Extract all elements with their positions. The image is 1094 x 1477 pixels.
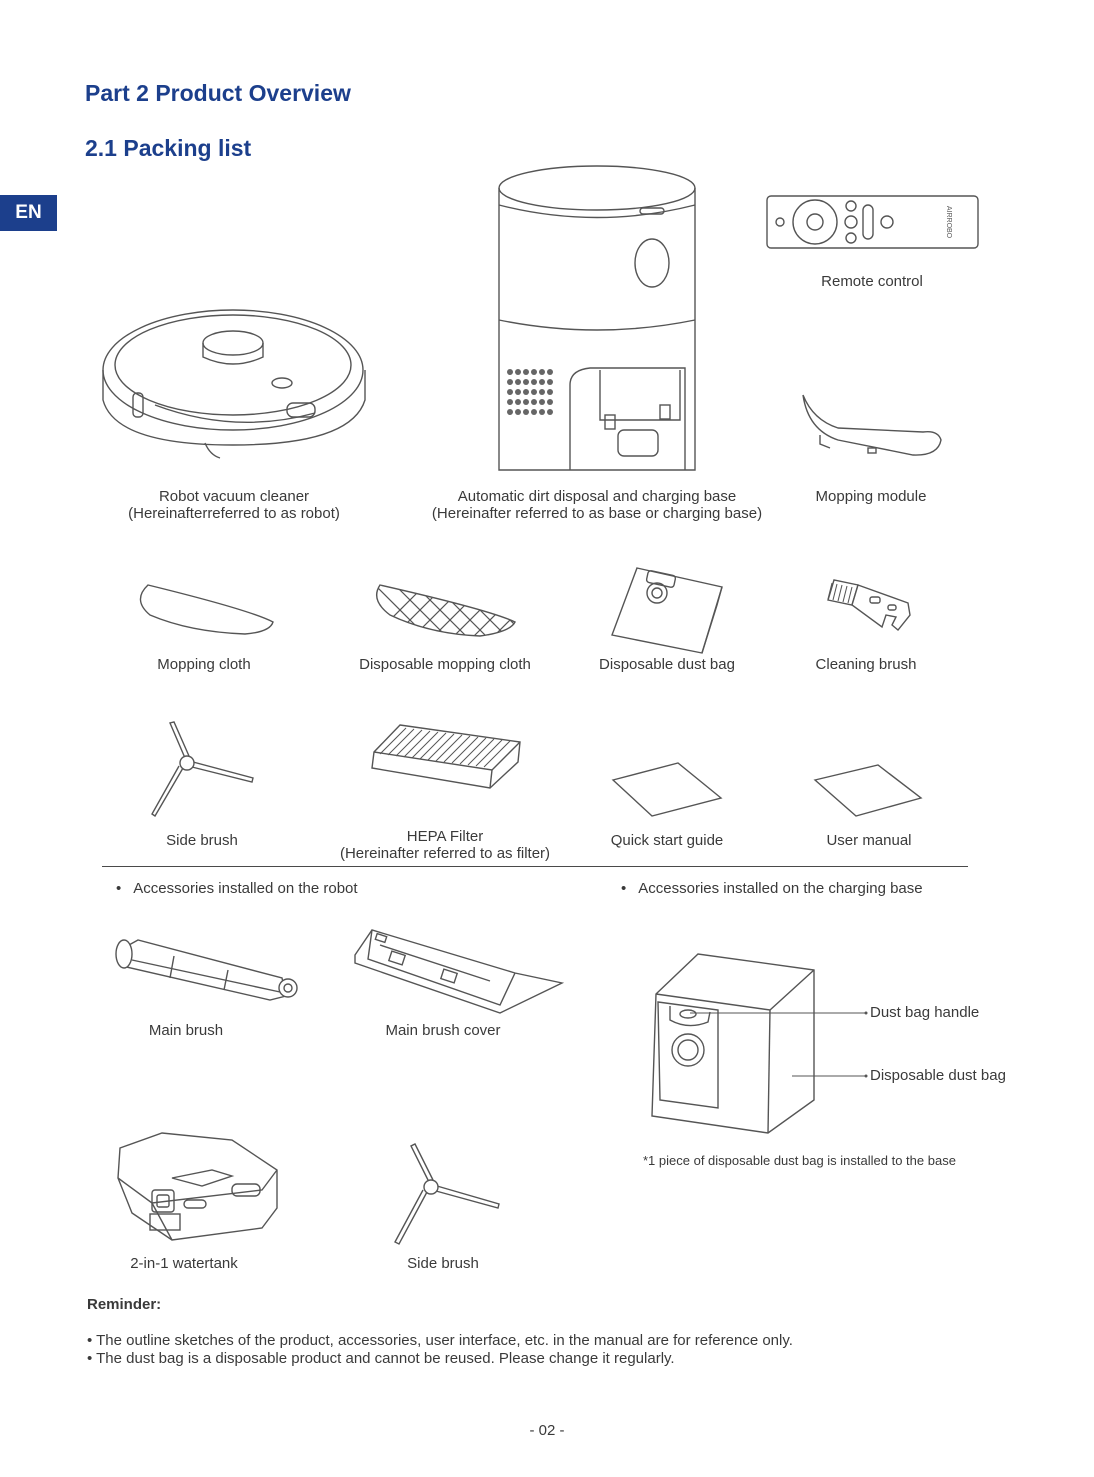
mopping-module-caption: Mopping module xyxy=(815,488,927,505)
user-manual-illustration xyxy=(812,762,924,820)
reminder-item: • The outline sketches of the product, a… xyxy=(87,1332,793,1349)
base-caption-line2: (Hereinafter referred to as base or char… xyxy=(431,505,763,522)
base-caption-line1: Automatic dirt disposal and charging bas… xyxy=(457,488,737,505)
robot-accessories-heading: • Accessories installed on the robot xyxy=(116,880,358,897)
robot-accessories-label: Accessories installed on the robot xyxy=(133,880,358,897)
remote-caption: Remote control xyxy=(821,273,923,290)
section-title: 2.1 Packing list xyxy=(85,135,252,161)
hepa-caption-line2: (Hereinafter referred to as filter) xyxy=(339,845,551,862)
base-accessories-heading: • Accessories installed on the charging b… xyxy=(621,880,923,897)
main-brush-cover-illustration xyxy=(350,925,566,1015)
reminder-list: • The outline sketches of the product, a… xyxy=(87,1332,793,1368)
disposable-mopping-cloth-illustration xyxy=(370,580,520,640)
base-accessories-label: Accessories installed on the charging ba… xyxy=(638,880,923,897)
part-title: Part 2 Product Overview xyxy=(85,80,351,106)
bullet: • xyxy=(116,880,122,897)
bullet: • xyxy=(621,880,627,897)
disposable-dust-bag-illustration xyxy=(607,565,727,655)
section-divider xyxy=(102,866,968,867)
dust-bag-note: *1 piece of disposable dust bag is insta… xyxy=(643,1153,956,1168)
cleaning-brush-illustration xyxy=(822,575,914,637)
side-brush-illustration xyxy=(150,720,256,820)
page-number: - 02 - xyxy=(529,1422,565,1439)
dust-bag-handle-label: Dust bag handle xyxy=(870,1004,980,1021)
language-tab[interactable]: EN xyxy=(0,195,57,231)
robot-vacuum-illustration xyxy=(95,295,375,465)
base-dust-bag-illustration xyxy=(648,950,820,1138)
main-brush-caption: Main brush xyxy=(148,1022,224,1039)
side-brush-bottom-illustration xyxy=(393,1142,503,1248)
disposable-mopping-cloth-caption: Disposable mopping cloth xyxy=(359,656,531,673)
mopping-module-illustration xyxy=(798,390,944,465)
reminder-item: • The dust bag is a disposable product a… xyxy=(87,1350,675,1367)
watertank-illustration xyxy=(112,1128,284,1243)
hepa-filter-caption: HEPA Filter (Hereinafter referred to as … xyxy=(340,828,550,862)
robot-caption-line1: Robot vacuum cleaner xyxy=(158,488,310,505)
hepa-caption-line1: HEPA Filter xyxy=(406,828,484,845)
disposable-dust-bag-label: Disposable dust bag xyxy=(870,1067,1006,1084)
disposable-dust-bag-caption: Disposable dust bag xyxy=(599,656,735,673)
main-brush-cover-caption: Main brush cover xyxy=(385,1022,501,1039)
remote-brand-logo: AIRROBO xyxy=(945,206,952,239)
remote-control-illustration: AIRROBO xyxy=(765,193,981,253)
quick-start-guide-caption: Quick start guide xyxy=(610,832,724,849)
mopping-cloth-illustration xyxy=(130,580,278,638)
cleaning-brush-caption: Cleaning brush xyxy=(815,656,917,673)
robot-caption-line2: (Hereinafterreferred to as robot) xyxy=(128,505,340,522)
callout-lines xyxy=(690,1011,868,1078)
reminder-title: Reminder: xyxy=(87,1296,162,1313)
side-brush-bottom-caption: Side brush xyxy=(407,1255,479,1272)
quick-start-guide-illustration xyxy=(610,760,724,820)
robot-caption: Robot vacuum cleaner (Hereinafterreferre… xyxy=(128,488,340,522)
watertank-caption: 2-in-1 watertank xyxy=(130,1255,238,1272)
user-manual-caption: User manual xyxy=(826,832,912,849)
base-caption: Automatic dirt disposal and charging bas… xyxy=(432,488,762,522)
mopping-cloth-caption: Mopping cloth xyxy=(157,656,251,673)
side-brush-caption: Side brush xyxy=(166,832,238,849)
main-brush-illustration xyxy=(110,930,300,1005)
charging-base-illustration xyxy=(490,160,705,480)
hepa-filter-illustration xyxy=(370,722,522,792)
